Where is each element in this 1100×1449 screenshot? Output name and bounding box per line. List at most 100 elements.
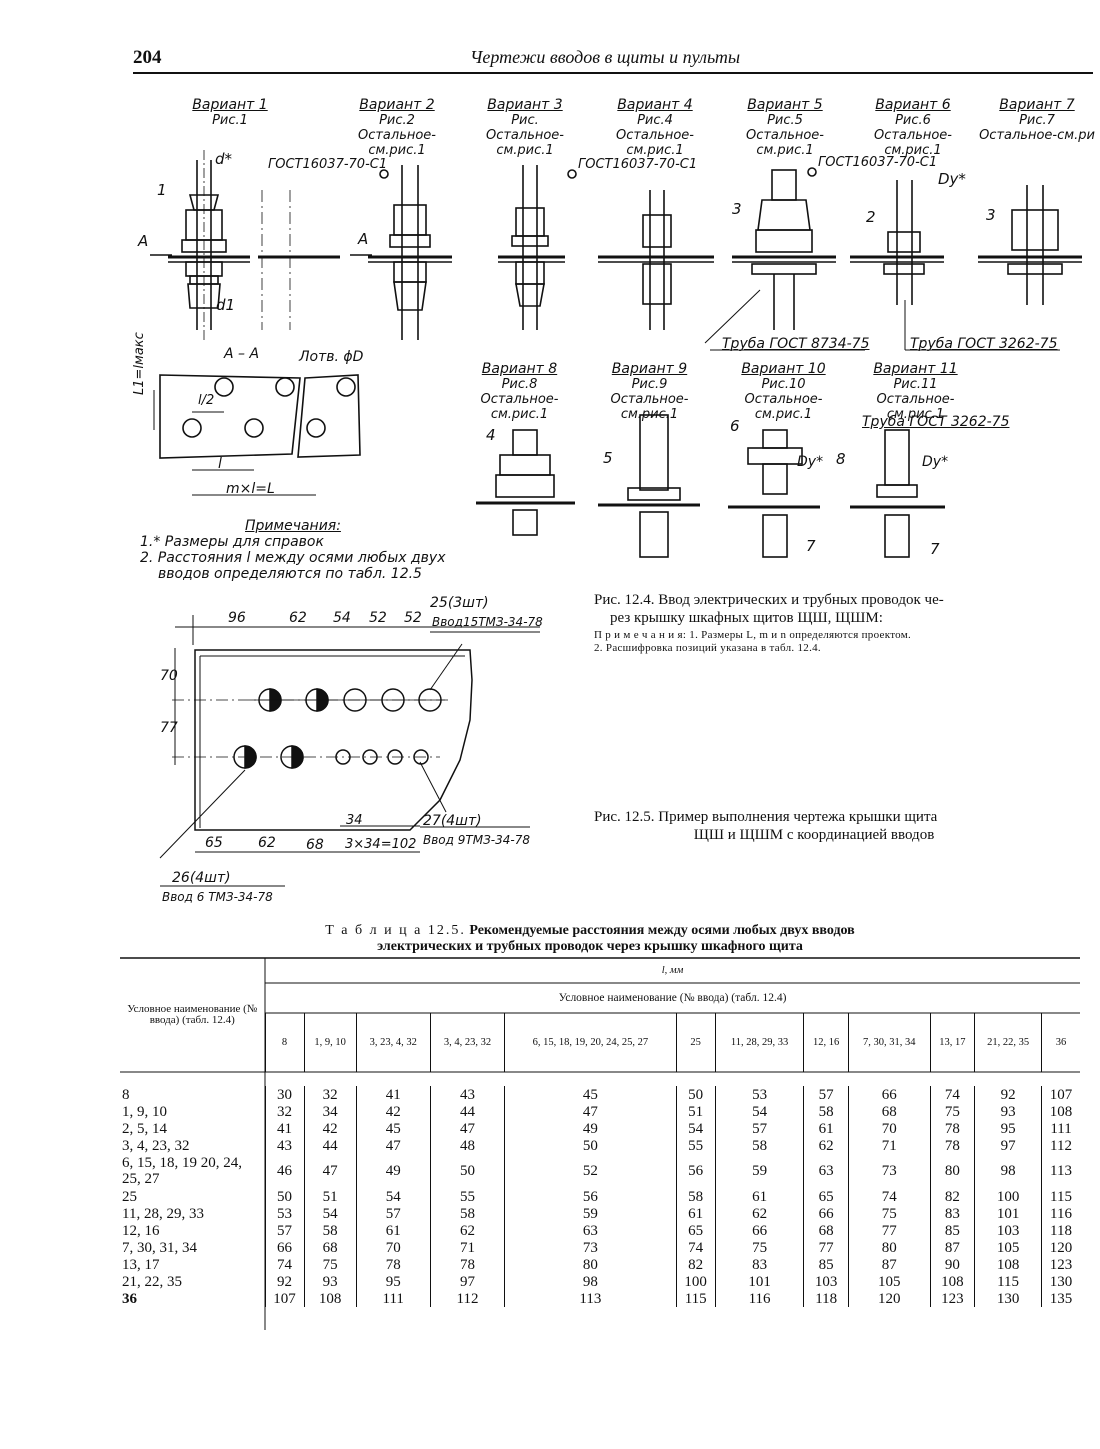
- table-cell: 58: [714, 1137, 804, 1154]
- table-cell: 78: [429, 1256, 505, 1273]
- table-cell: 49: [355, 1154, 431, 1188]
- table-cell: 74: [264, 1256, 305, 1273]
- column-header: 1, 9, 10: [303, 1013, 357, 1072]
- position-6: 6: [730, 417, 740, 435]
- row-label: 8: [122, 1086, 130, 1103]
- position-8: 8: [836, 450, 846, 468]
- table-cell: 74: [929, 1086, 975, 1103]
- dim-top-4: 52: [369, 610, 387, 626]
- dim-top-1: 96: [228, 610, 246, 626]
- table-cell: 75: [303, 1256, 357, 1273]
- page-number: 204: [133, 47, 162, 68]
- table-cell: 113: [504, 1290, 677, 1307]
- section-title: A – A: [224, 346, 260, 362]
- row-label: 3, 4, 23, 32: [122, 1137, 190, 1154]
- group-header: Условное наименование (№ ввода) (табл. 1…: [558, 991, 787, 1004]
- fitting-variant-2: [368, 165, 452, 340]
- table-cell: 77: [803, 1239, 849, 1256]
- table-cell: 30: [264, 1086, 305, 1103]
- table-cell: 98: [974, 1154, 1042, 1188]
- fitting-variant-6: [850, 180, 944, 305]
- table-cell: 57: [714, 1120, 804, 1137]
- table-cell: 61: [803, 1120, 849, 1137]
- table-cell: 74: [675, 1239, 716, 1256]
- table-cell: 78: [929, 1137, 975, 1154]
- table-cell: 115: [974, 1273, 1042, 1290]
- label-right-name: Ввод 9ТМЗ-34-78: [423, 833, 530, 847]
- table-cell: 51: [303, 1188, 357, 1205]
- table-cell: 65: [803, 1188, 849, 1205]
- dim-left-1: 70: [160, 668, 178, 684]
- row-label: 36: [122, 1290, 137, 1307]
- column-header: 25: [675, 1013, 716, 1072]
- column-header: 3, 4, 23, 32: [429, 1013, 505, 1072]
- row-label: 1, 9, 10: [122, 1103, 167, 1120]
- table-cell: 55: [675, 1137, 716, 1154]
- table-cell: 92: [264, 1273, 305, 1290]
- label-left-qty: 26(4шт): [172, 870, 231, 886]
- table-cell: 120: [847, 1290, 931, 1307]
- table-cell: 85: [803, 1256, 849, 1273]
- table-cell: 71: [847, 1137, 931, 1154]
- table-cell: 77: [847, 1222, 931, 1239]
- table-cell: 115: [675, 1290, 716, 1307]
- table-cell: 70: [847, 1120, 931, 1137]
- position-7-a: 7: [806, 537, 816, 555]
- figure-12-4-drawing: [150, 150, 1082, 558]
- table-cell: 44: [429, 1103, 505, 1120]
- row-label: 12, 16: [122, 1222, 160, 1239]
- column-header: 6, 15, 18, 19, 20, 24, 25, 27: [504, 1013, 677, 1072]
- figure-12-5-drawing: [159, 615, 540, 887]
- table-cell: 47: [429, 1120, 505, 1137]
- table-cell: 50: [264, 1188, 305, 1205]
- dim-top-3: 54: [333, 610, 351, 626]
- table-cell: 116: [714, 1290, 804, 1307]
- table-cell: 78: [929, 1120, 975, 1137]
- table-cell: 49: [504, 1120, 677, 1137]
- table-cell: 70: [355, 1239, 431, 1256]
- row-label: 21, 22, 35: [122, 1273, 182, 1290]
- table-cell: 73: [504, 1239, 677, 1256]
- table-cell: 108: [974, 1256, 1042, 1273]
- table-cell: 63: [504, 1222, 677, 1239]
- table-cell: 66: [803, 1205, 849, 1222]
- position-7-b: 7: [930, 540, 940, 558]
- table-cell: 66: [714, 1222, 804, 1239]
- table-cell: 98: [504, 1273, 677, 1290]
- fitting-variant-8: [476, 429, 575, 536]
- table-cell: 56: [675, 1154, 716, 1188]
- table-cell: 92: [974, 1086, 1042, 1103]
- table-cell: 43: [264, 1137, 305, 1154]
- table-cell: 42: [355, 1103, 431, 1120]
- table-cell: 74: [847, 1188, 931, 1205]
- column-header: 13, 17: [929, 1013, 975, 1072]
- table-cell: 93: [303, 1273, 357, 1290]
- table-cell: 58: [803, 1103, 849, 1120]
- table-cell: 78: [355, 1256, 431, 1273]
- dim-dy-1: Dy*: [938, 170, 966, 188]
- dim-dy-3: Dy*: [922, 454, 949, 470]
- fitting-variant-4: [598, 190, 714, 330]
- table-cell: 120: [1041, 1239, 1080, 1256]
- holes-row-1: [250, 688, 445, 712]
- table-cell: 51: [675, 1103, 716, 1120]
- pipe-label-1: Труба ГОСТ 8734-75: [722, 336, 870, 352]
- table-cell: 61: [714, 1188, 804, 1205]
- label-left-name: Ввод 6 ТМЗ-34-78: [162, 890, 273, 904]
- table-cell: 87: [929, 1239, 975, 1256]
- table-cell: 32: [303, 1086, 357, 1103]
- table-cell: 101: [714, 1273, 804, 1290]
- dim-bottom-2: 62: [258, 835, 276, 851]
- figure-12-5-caption: Рис. 12.5. Пример выполнения чертежа кры…: [594, 809, 938, 843]
